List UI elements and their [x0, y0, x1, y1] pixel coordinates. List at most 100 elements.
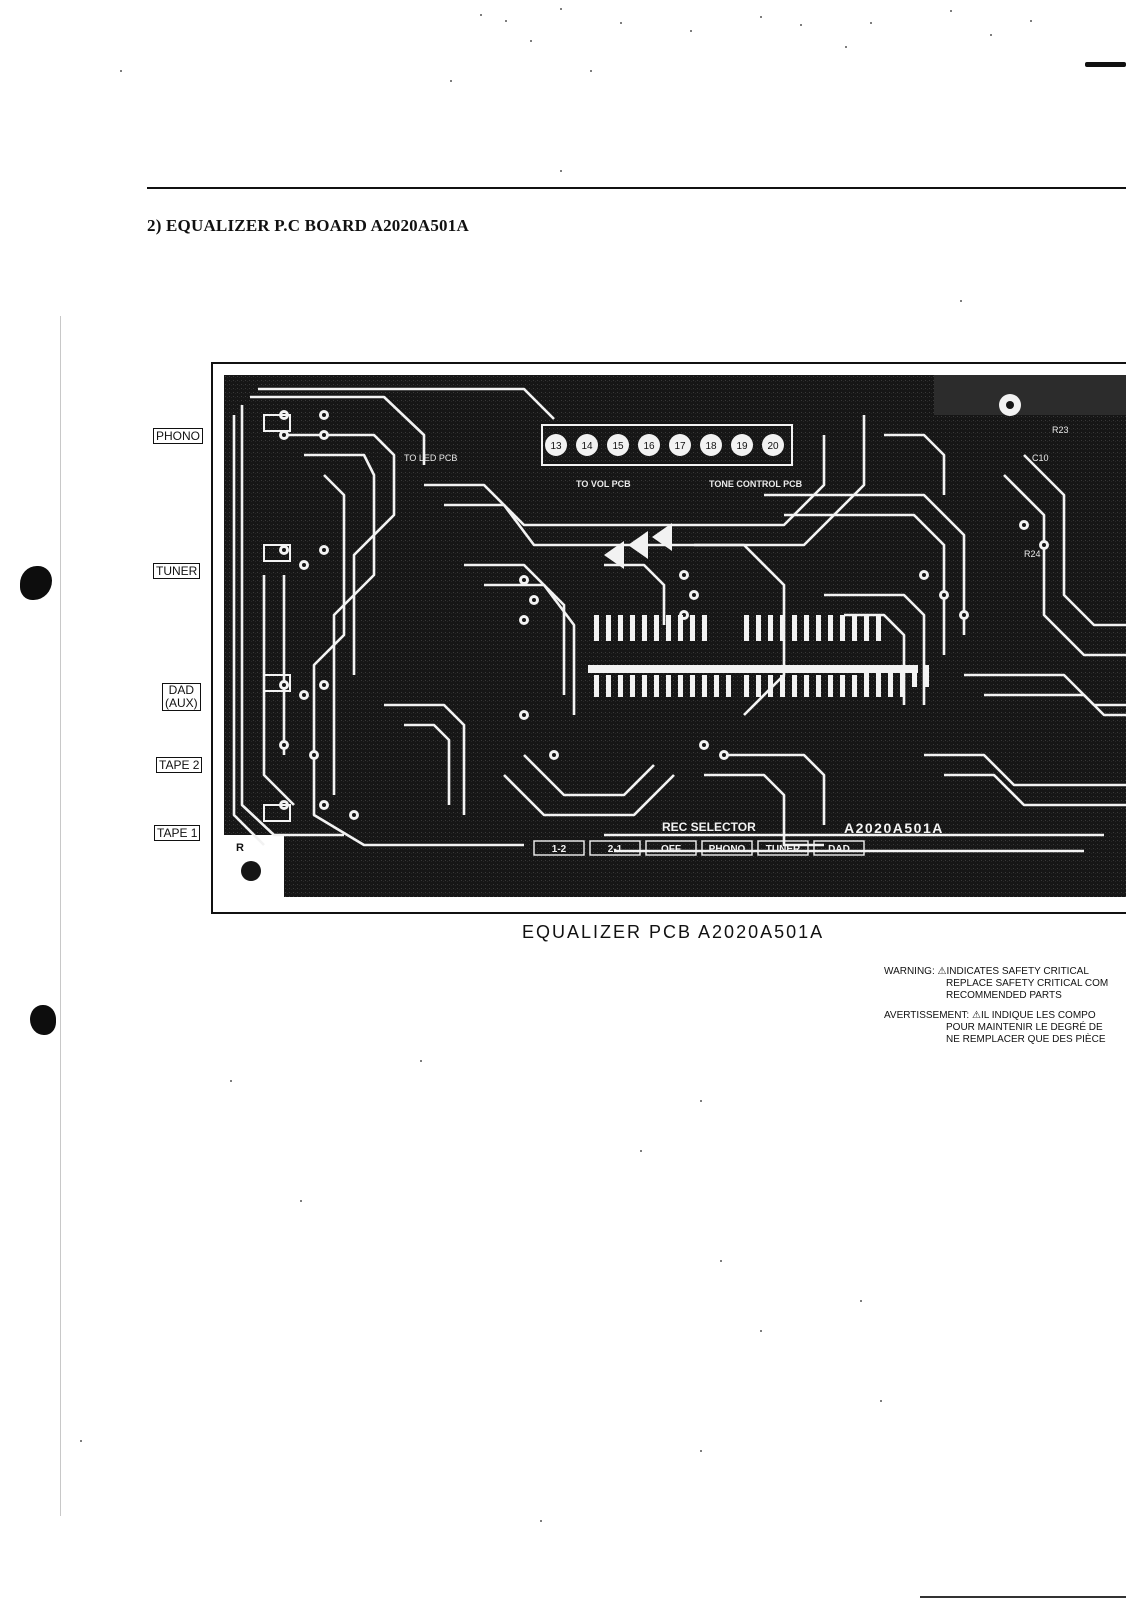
- connector-pad-number: 16: [643, 441, 655, 452]
- pad-hole: [312, 753, 316, 757]
- ic-pin: [744, 675, 749, 697]
- ic-pin: [852, 675, 857, 697]
- ic-pin: [792, 615, 797, 641]
- to-vol-pcb-label: TO VOL PCB: [576, 479, 631, 489]
- jack-label-dad-line2: (AUX): [165, 696, 198, 710]
- scan-speck: [120, 70, 122, 72]
- pad-hole: [302, 563, 306, 567]
- pad-hole: [522, 618, 526, 622]
- pad-hole: [282, 548, 286, 552]
- scan-speck: [760, 1330, 762, 1332]
- connector-block: [541, 424, 793, 466]
- ic-pin: [630, 615, 635, 641]
- tone-control-pcb-label: TONE CONTROL PCB: [709, 479, 803, 489]
- trace: [964, 673, 1126, 707]
- scan-speck: [560, 8, 562, 10]
- ic-pin: [702, 675, 707, 697]
- pad-hole: [322, 683, 326, 687]
- pad-hole: [322, 548, 326, 552]
- ic-pin: [690, 675, 695, 697]
- jack-label-tuner: TUNER: [153, 563, 201, 579]
- ic-pin: [864, 615, 869, 641]
- ic-pin: [594, 615, 599, 641]
- pad-hole: [922, 573, 926, 577]
- ic-pin: [678, 675, 683, 697]
- ic-pin: [768, 615, 773, 641]
- ic-pin: [912, 665, 917, 687]
- pcb-copper-ground: [224, 375, 1126, 897]
- scan-speck: [640, 1150, 642, 1152]
- scan-speck: [450, 80, 452, 82]
- corner-mark: [1085, 62, 1126, 67]
- board-upper-region: [934, 375, 1126, 415]
- scan-speck: [960, 300, 962, 302]
- binder-margin-line: [60, 316, 61, 1516]
- trace: [884, 433, 946, 495]
- pad-hole: [302, 693, 306, 697]
- footer-rule: [920, 1596, 1126, 1598]
- scan-speck: [800, 24, 802, 26]
- scan-speck: [950, 10, 952, 12]
- pad-hole: [322, 803, 326, 807]
- pad-hole: [522, 713, 526, 717]
- connector-pad-number: 17: [674, 441, 686, 452]
- connector-pad: [700, 434, 722, 456]
- warning-line-1: WARNING: ⚠INDICATES SAFETY CRITICAL: [884, 966, 1089, 977]
- selector-position-box: [645, 840, 697, 856]
- ic-pin: [816, 675, 821, 697]
- ic-pin: [816, 615, 821, 641]
- marker-triangle: [652, 523, 672, 551]
- pad-hole: [962, 613, 966, 617]
- selector-position-label: TUNER: [766, 844, 801, 855]
- pad-hole: [352, 813, 356, 817]
- trace: [1023, 454, 1126, 627]
- ic-pin: [642, 675, 647, 697]
- ic-pin: [702, 615, 707, 641]
- ic-pin: [828, 675, 833, 697]
- selector-position-label: OFF: [661, 844, 681, 855]
- ic-pin: [852, 615, 857, 641]
- ic-pin: [828, 615, 833, 641]
- pad-hole: [692, 593, 696, 597]
- ic-pin: [864, 665, 869, 687]
- avertissement-line-2: POUR MAINTENIR LE DEGRÉ DE: [946, 1022, 1103, 1033]
- pad-hole: [532, 598, 536, 602]
- scan-speck: [1030, 20, 1032, 22]
- ic-pin: [606, 675, 611, 697]
- ic-pin: [666, 675, 671, 697]
- trace: [503, 774, 675, 817]
- scan-speck: [530, 40, 532, 42]
- scan-speck: [990, 34, 992, 36]
- ic-pin: [876, 615, 881, 641]
- ic-pin: [654, 615, 659, 641]
- trace: [1003, 474, 1126, 657]
- pcb-pads: [263, 410, 1049, 822]
- r23-label: R23: [1052, 425, 1069, 435]
- scan-speck: [300, 1200, 302, 1202]
- scan-speck: [760, 16, 762, 18]
- pad-hole: [322, 433, 326, 437]
- ic-pin: [594, 675, 599, 697]
- trace: [724, 753, 826, 825]
- trace: [404, 723, 451, 805]
- switch-block: [263, 414, 291, 432]
- ic-pin: [726, 675, 731, 697]
- ic-pin: [768, 675, 773, 697]
- ic-pin: [714, 675, 719, 697]
- marker-triangle: [604, 541, 624, 569]
- jack-label-dad: DAD (AUX): [162, 683, 201, 711]
- board-id-label: A2020A501A: [844, 820, 944, 836]
- ic-body-strip: [588, 665, 748, 673]
- scan-speck: [860, 1300, 862, 1302]
- trace: [704, 773, 824, 847]
- selector-position-label: 1-2: [552, 844, 567, 855]
- ic-pin: [888, 665, 893, 687]
- selector-position-label: DAD: [828, 844, 850, 855]
- selector-position-box: [757, 840, 809, 856]
- pad-hole: [282, 433, 286, 437]
- scan-speck: [720, 1260, 722, 1262]
- scan-speck: [420, 1060, 422, 1062]
- switch-block: [263, 674, 291, 692]
- connector-pad-number: 13: [550, 441, 562, 452]
